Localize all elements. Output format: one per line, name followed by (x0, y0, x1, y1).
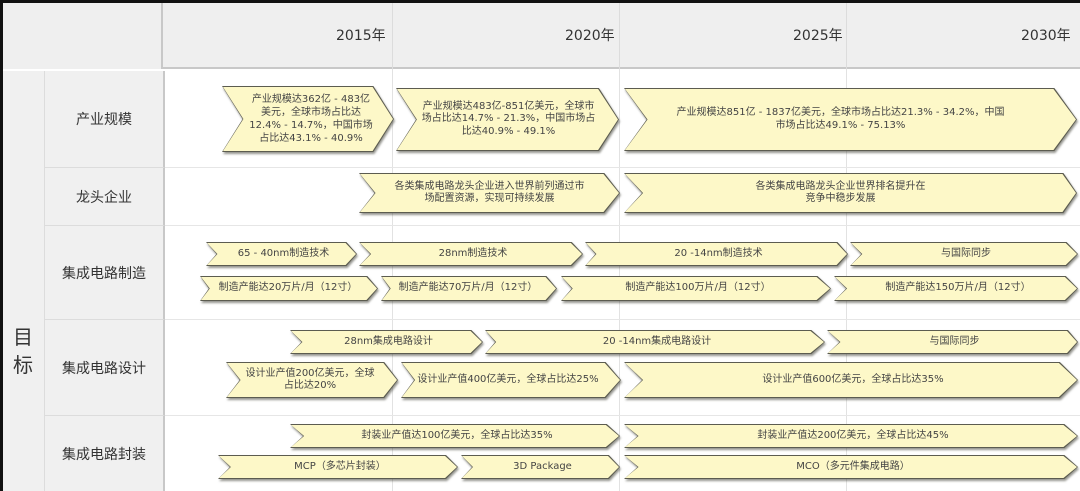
milestone-industry-scale-2015: 产业规模达362亿 - 483亿美元，全球市场占比达12.4% - 14.7%，… (222, 86, 394, 152)
milestone-packaging-tech-mco: MCO（多元件集成电路） (624, 455, 1078, 479)
row-divider (165, 415, 1080, 416)
timeline-header: 2015年 2020年 2025年 2030年 (3, 3, 1080, 69)
milestone-packaging-output-200: 封装业产值达200亿美元，全球占比达45% (624, 424, 1078, 448)
milestone-leading-enterprises-2020: 各类集成电路龙头企业进入世界前列通过市场配置资源，实现可持续发展 (359, 173, 620, 213)
milestone-packaging-output-100: 封装业产值达100亿美元，全球占比达35% (290, 424, 620, 448)
milestone-mfg-capacity-70w: 制造产能达70万片/月（12寸） (381, 276, 557, 301)
year-2030: 2030年 (1021, 28, 1071, 44)
category-ic-packaging: 集成电路封装 (45, 416, 165, 491)
milestone-leading-enterprises-2025: 各类集成电路龙头企业世界排名提升在竞争中稳步发展 (624, 173, 1077, 213)
milestone-packaging-tech-3d: 3D Package (461, 455, 620, 479)
category-ic-manufacturing: 集成电路制造 (45, 226, 165, 320)
year-2020: 2020年 (565, 28, 615, 44)
header-divider-2020 (619, 3, 620, 69)
milestone-industry-scale-2020: 产业规模达483亿-851亿美元，全球市场占比达14.7% - 21.3%，中国… (396, 88, 619, 151)
milestone-mfg-tech-20-14nm: 20 -14nm制造技术 (585, 242, 848, 266)
milestone-mfg-tech-65-40nm: 65 - 40nm制造技术 (206, 242, 357, 266)
row-divider (165, 167, 1080, 168)
category-ic-design: 集成电路设计 (45, 320, 165, 416)
header-corner-cell (3, 3, 163, 69)
category-leading-enterprises: 龙头企业 (45, 168, 165, 226)
goal-column: 目标 (3, 71, 45, 491)
milestone-mfg-tech-intl-sync: 与国际同步 (850, 242, 1078, 266)
milestone-design-output-600: 设计业产值600亿美元，全球占比达35% (624, 362, 1078, 398)
milestone-design-tech-intl-sync: 与国际同步 (827, 330, 1078, 354)
milestone-design-output-200: 设计业产值200亿美元，全球占比达20% (226, 362, 398, 398)
milestone-design-tech-28nm: 28nm集成电路设计 (290, 330, 483, 354)
goal-label: 目标 (13, 325, 33, 377)
milestone-design-output-400: 设计业产值400亿美元，全球占比达25% (401, 362, 621, 398)
milestone-mfg-capacity-150w: 制造产能达150万片/月（12寸） (834, 276, 1078, 301)
milestone-mfg-tech-28nm: 28nm制造技术 (359, 242, 583, 266)
row-divider (165, 225, 1080, 226)
milestone-mfg-capacity-20w: 制造产能达20万片/月（12寸） (200, 276, 378, 301)
year-2025: 2025年 (793, 28, 843, 44)
milestone-industry-scale-2025: 产业规模达851亿 - 1837亿美元，全球市场占比达21.3% - 34.2%… (624, 88, 1077, 151)
row-divider (165, 319, 1080, 320)
year-2015: 2015年 (336, 28, 386, 44)
category-industry-scale: 产业规模 (45, 71, 165, 168)
milestone-design-tech-20-14nm: 20 -14nm集成电路设计 (485, 330, 825, 354)
milestone-mfg-capacity-100w: 制造产能达100万片/月（12寸） (561, 276, 831, 301)
milestone-packaging-tech-mcp: MCP（多芯片封装） (218, 455, 458, 479)
header-divider-2015 (392, 3, 393, 69)
header-divider-2025 (846, 3, 847, 69)
